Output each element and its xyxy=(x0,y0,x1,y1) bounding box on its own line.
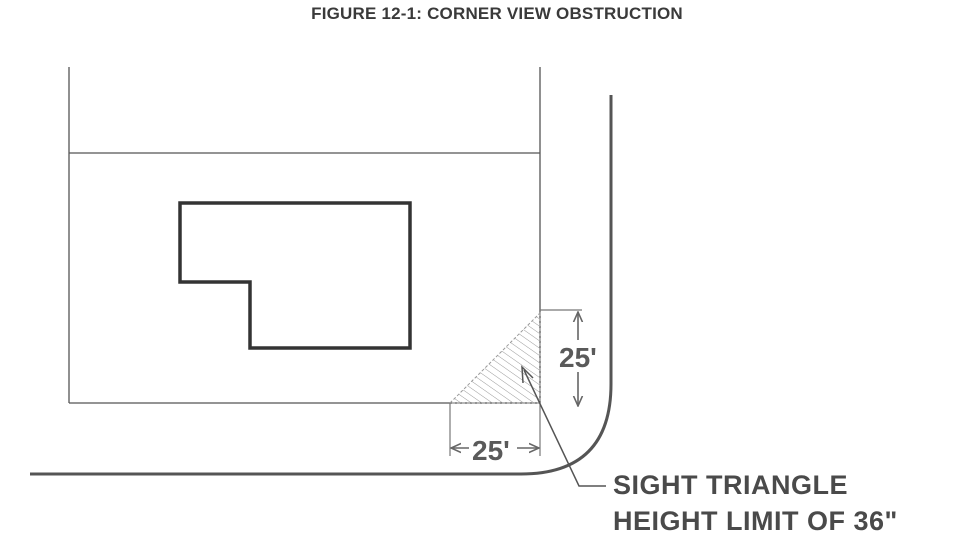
dimension-label-vertical: 25' xyxy=(559,342,597,373)
sight-triangle xyxy=(448,311,541,404)
callout-leader-line xyxy=(523,369,606,487)
callout-leader-arrowhead xyxy=(521,365,534,384)
building-footprint xyxy=(178,201,412,350)
callout-label-line1: SIGHT TRIANGLE xyxy=(613,470,848,500)
dimension-label-horizontal: 25' xyxy=(472,435,510,466)
callout-label-line2: HEIGHT LIMIT OF 36" xyxy=(613,506,898,536)
dimension-label-background xyxy=(560,340,600,372)
figure-title: FIGURE 12-1: CORNER VIEW OBSTRUCTION xyxy=(311,4,683,23)
street-curb xyxy=(30,95,613,476)
dimension-label-background xyxy=(469,434,517,464)
